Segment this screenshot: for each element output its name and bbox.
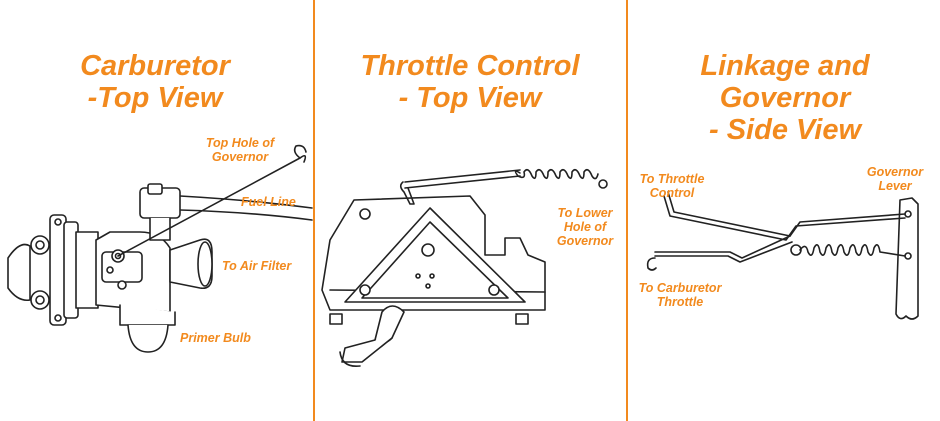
label-lower-hole-line2: Hole of (563, 220, 607, 234)
panel-2-title: Throttle Control - Top View (340, 50, 600, 114)
panel-2-title-line1: Throttle Control (360, 50, 580, 82)
label-fuel-line: Fuel Line (241, 195, 296, 209)
label-lower-hole-line3: Governor (556, 234, 614, 248)
label-carb-throttle-line1: To Carburetor (638, 281, 722, 295)
label-governor-line2: Lever (878, 179, 912, 193)
throttle-control-drawing (321, 168, 608, 368)
label-top-hole-line1: Top Hole of (205, 136, 275, 150)
label-primer-bulb: Primer Bulb (180, 331, 251, 345)
label-governor-lever: Governor Lever (862, 165, 928, 193)
carburetor-drawing (7, 144, 313, 353)
linkage-governor-drawing (646, 191, 919, 320)
label-to-throttle-line1: To Throttle (639, 172, 705, 186)
divider-right (626, 0, 628, 421)
panel-1-title: Carburetor -Top View (40, 50, 270, 114)
panel-3-title-line2: - Side View (708, 114, 862, 146)
panel-3-title-line1: Linkage and Governor (700, 50, 870, 114)
label-to-throttle-line2: Control (649, 186, 695, 200)
divider-left (313, 0, 315, 421)
label-to-air-filter: To Air Filter (222, 259, 292, 273)
label-top-hole-line2: Governor (211, 150, 269, 164)
label-carb-throttle-line2: Throttle (656, 295, 704, 309)
label-to-throttle-control: To Throttle Control (634, 172, 710, 200)
label-lower-hole-line1: To Lower (557, 206, 613, 220)
panel-1-title-line1: Carburetor (80, 50, 230, 82)
label-to-lower-hole-of-governor: To Lower Hole of Governor (552, 206, 618, 248)
label-governor-line1: Governor (866, 165, 924, 179)
panel-2-title-line2: - Top View (398, 82, 542, 114)
label-to-carburetor-throttle: To Carburetor Throttle (630, 281, 730, 309)
panel-1-title-line2: -Top View (87, 82, 223, 114)
label-top-hole-of-governor: Top Hole of Governor (200, 136, 280, 164)
panel-3-title: Linkage and Governor - Side View (640, 50, 930, 146)
